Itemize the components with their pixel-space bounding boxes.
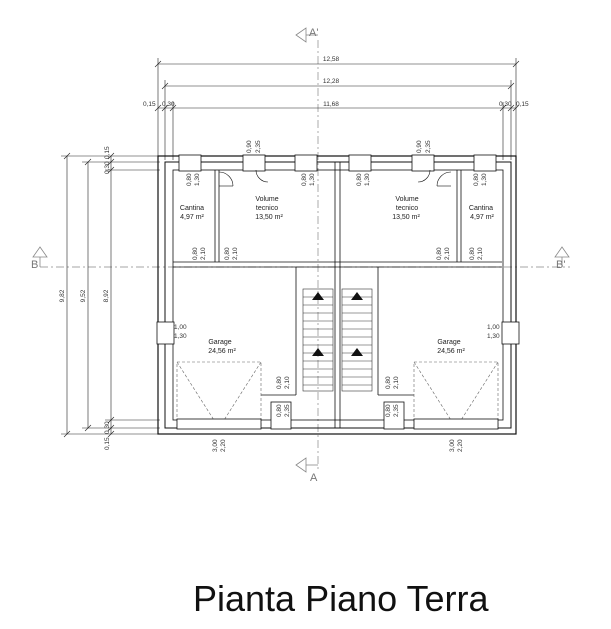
opening-label: 1,30 xyxy=(487,333,500,340)
opening-label: 1,30 xyxy=(481,173,488,186)
opening-label: 1,00 xyxy=(174,324,187,331)
opening-label: 2,10 xyxy=(200,247,207,260)
room-volume-right-name1: Volume xyxy=(395,196,418,203)
room-volume-left-area: 13,50 m² xyxy=(255,214,283,221)
opening-label: 0,80 xyxy=(276,404,283,417)
room-garage-left-area: 24,56 m² xyxy=(208,348,236,355)
dim-left-top-b: 0,15 xyxy=(104,146,111,159)
opening-label: 2,35 xyxy=(393,404,400,417)
opening-label: 1,30 xyxy=(309,173,316,186)
section-marker-b-right: B' xyxy=(554,246,570,271)
opening-label: 0,90 xyxy=(246,140,253,153)
room-cantina-left-area: 4,97 m² xyxy=(180,214,204,221)
opening-label: 2,10 xyxy=(393,376,400,389)
section-label-b-right: B' xyxy=(556,259,565,271)
section-marker-a-bottom: A xyxy=(295,457,318,484)
dim-top-left-b: 0,30 xyxy=(162,101,175,108)
opening-label: 0,80 xyxy=(192,247,199,260)
opening-label: 1,30 xyxy=(174,333,187,340)
section-marker-a-top: A' xyxy=(295,27,318,43)
dim-top-right-b: 0,15 xyxy=(516,101,529,108)
dim-left-inner: 8,92 xyxy=(103,289,110,302)
opening-label: 0,90 xyxy=(416,140,423,153)
opening-label: 2,10 xyxy=(284,376,291,389)
dim-top-right-a: 0,30 xyxy=(499,101,512,108)
interior-walls xyxy=(173,162,502,428)
dim-left-second: 9,52 xyxy=(80,289,87,302)
dim-top-inner: 11,68 xyxy=(323,101,339,108)
room-cantina-left-name: Cantina xyxy=(180,205,204,212)
room-volume-right-area: 13,50 m² xyxy=(392,214,420,221)
doors xyxy=(218,169,452,187)
garage-doors xyxy=(176,361,499,429)
opening-label: 0,80 xyxy=(436,247,443,260)
dim-top-left-a: 0,15 xyxy=(143,101,156,108)
dim-left-bottom-a: 0,15 xyxy=(104,437,111,450)
opening-label: 0,80 xyxy=(356,173,363,186)
page-title: Pianta Piano Terra xyxy=(193,578,489,619)
left-dimension-chains xyxy=(61,152,160,438)
stairs xyxy=(302,288,373,392)
opening-label: 3,00 xyxy=(449,439,456,452)
section-label-a-top: A' xyxy=(309,27,318,39)
room-garage-right-area: 24,56 m² xyxy=(437,348,465,355)
room-cantina-right-name: Cantina xyxy=(469,205,493,212)
opening-label: 0,80 xyxy=(473,173,480,186)
opening-label: 1,00 xyxy=(487,324,500,331)
section-label-a-bottom: A xyxy=(310,472,318,484)
opening-label: 2,35 xyxy=(255,140,262,153)
opening-label: 0,80 xyxy=(385,376,392,389)
garage-door-openings xyxy=(176,401,499,430)
top-dimension-chains xyxy=(154,58,520,160)
section-marker-b-left: B xyxy=(31,246,48,271)
wall-openings xyxy=(156,154,520,345)
opening-label: 1,30 xyxy=(194,173,201,186)
room-cantina-right-area: 4,97 m² xyxy=(470,214,494,221)
opening-label: 0,80 xyxy=(276,376,283,389)
opening-label: 0,80 xyxy=(469,247,476,260)
dim-left-outer: 9,82 xyxy=(59,289,66,302)
room-garage-left-name: Garage xyxy=(208,339,231,346)
dim-left-top-a: 0,30 xyxy=(104,161,111,174)
opening-label: 1,30 xyxy=(364,173,371,186)
floor-plan-drawing: A' A B B' 12,58 12,28 11,6 xyxy=(31,27,570,484)
room-volume-right-name2: tecnico xyxy=(396,205,418,212)
opening-label: 3,00 xyxy=(212,439,219,452)
opening-label: 2,20 xyxy=(220,439,227,452)
opening-label: 2,35 xyxy=(425,140,432,153)
opening-label: 2,35 xyxy=(284,404,291,417)
opening-label: 2,10 xyxy=(444,247,451,260)
section-label-b-left: B xyxy=(31,259,38,271)
opening-labels: 0,90 2,35 0,90 2,35 0,80 1,30 0,80 1,30 … xyxy=(174,140,500,452)
opening-label: 0,80 xyxy=(186,173,193,186)
dim-top-overall: 12,58 xyxy=(323,56,340,63)
room-volume-left-name2: tecnico xyxy=(256,205,278,212)
room-volume-left-name1: Volume xyxy=(255,196,278,203)
room-garage-right-name: Garage xyxy=(437,339,460,346)
opening-label: 2,20 xyxy=(457,439,464,452)
dim-top-second: 12,28 xyxy=(323,78,340,85)
dim-left-bottom-b: 0,30 xyxy=(104,421,111,434)
stair-arrows xyxy=(312,292,363,356)
opening-label: 2,10 xyxy=(232,247,239,260)
opening-label: 0,80 xyxy=(301,173,308,186)
opening-label: 0,80 xyxy=(224,247,231,260)
section-lines xyxy=(40,40,570,470)
opening-label: 0,80 xyxy=(385,404,392,417)
exterior-walls xyxy=(157,155,517,435)
opening-label: 2,10 xyxy=(477,247,484,260)
